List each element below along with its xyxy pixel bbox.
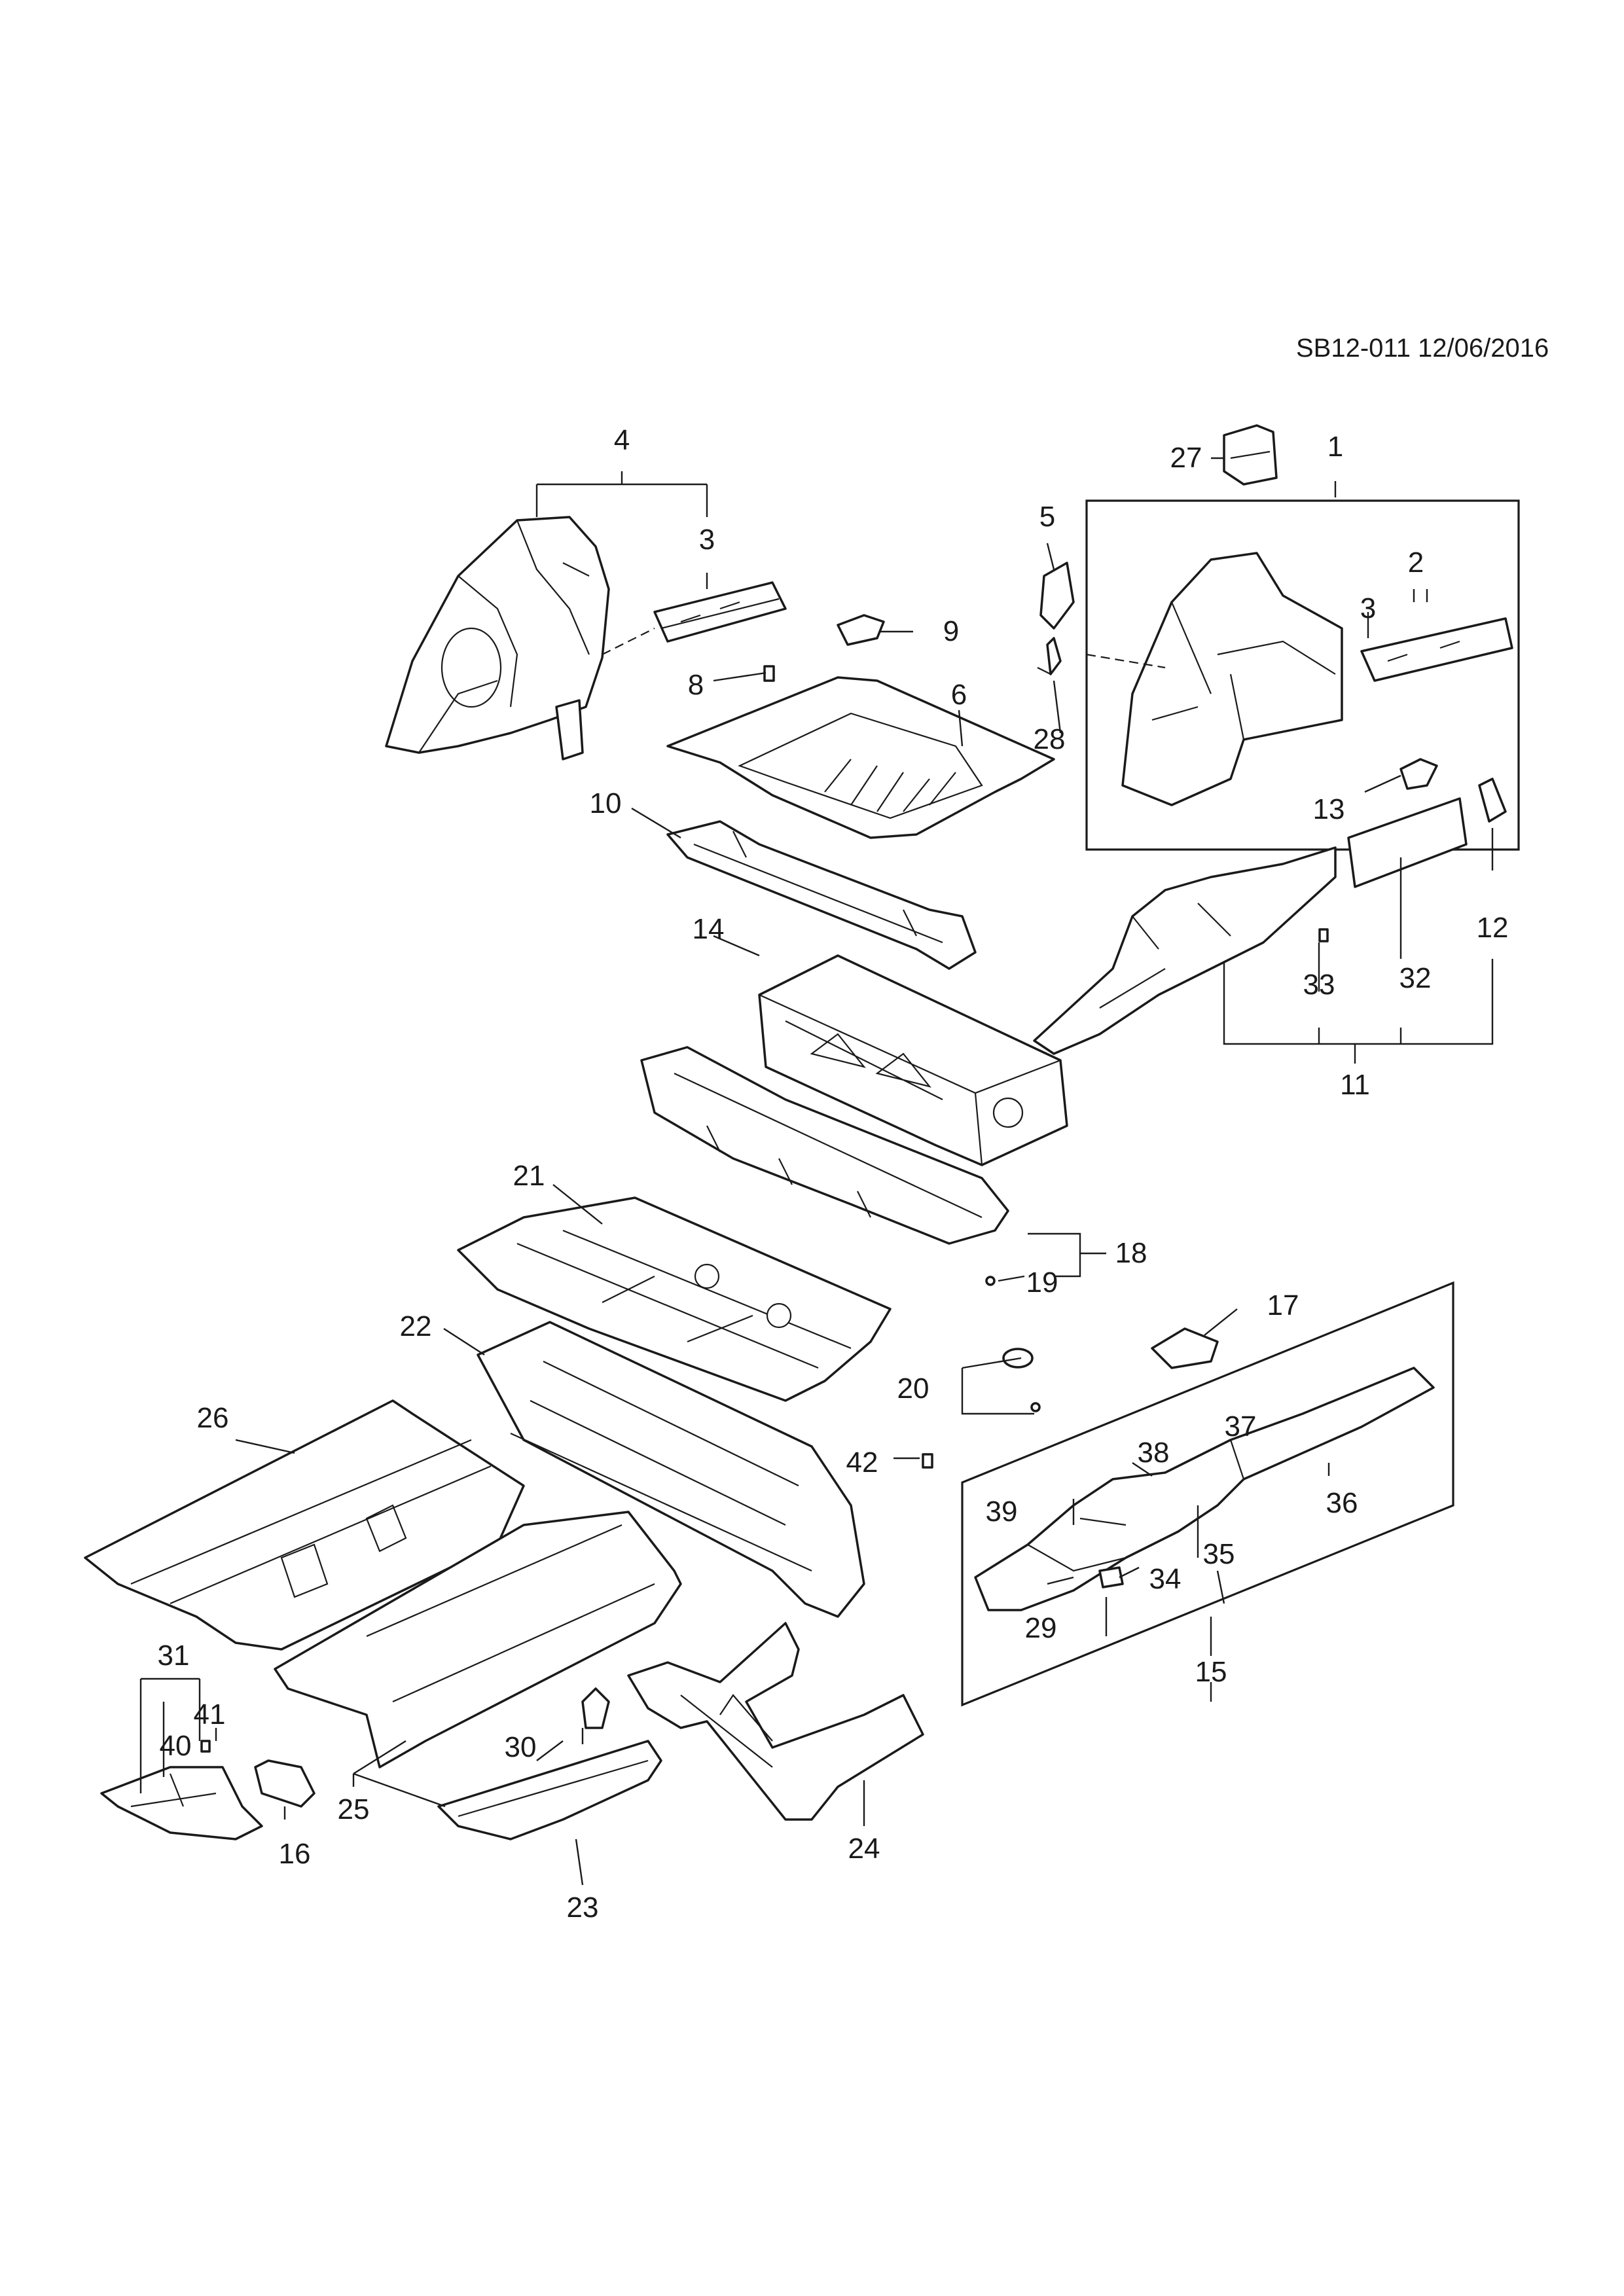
callout-13: 13: [1312, 793, 1345, 825]
part-22-front-floor-panel: [477, 1321, 865, 1618]
part-25-tunnel: [274, 1511, 682, 1768]
part-9-bracket: [837, 614, 885, 646]
callout-6: 6: [950, 679, 967, 711]
part-13-bracket: [1399, 758, 1438, 790]
part-20-plug: [1002, 1348, 1041, 1412]
callout-42: 42: [846, 1446, 878, 1479]
callout-20: 20: [897, 1372, 929, 1405]
callout-36: 36: [1326, 1487, 1358, 1519]
part-5-brace: [1039, 562, 1075, 630]
callout-12: 12: [1476, 912, 1509, 944]
part-27-bracket: [1223, 424, 1278, 486]
part-19-bolt: [985, 1276, 996, 1286]
part-32-panel: [1347, 797, 1468, 888]
leader-lines: [139, 457, 1494, 1886]
callout-26: 26: [196, 1402, 229, 1434]
callout-16: 16: [278, 1838, 311, 1870]
part-1-side-assembly: [1086, 552, 1513, 806]
callout-37: 37: [1224, 1410, 1257, 1443]
callout-31: 31: [157, 1640, 190, 1672]
callout-1: 1: [1327, 431, 1344, 463]
callout-8: 8: [687, 669, 704, 701]
callout-14: 14: [692, 913, 725, 945]
callout-2: 2: [1407, 547, 1424, 579]
callout-10: 10: [589, 787, 622, 819]
part-42-clip: [922, 1453, 933, 1469]
callout-29: 29: [1024, 1612, 1057, 1644]
part-23-sill: [437, 1740, 662, 1840]
callout-32: 32: [1399, 962, 1432, 994]
callout-18: 18: [1115, 1237, 1147, 1269]
callout-28: 28: [1033, 723, 1066, 755]
callout-25: 25: [337, 1793, 370, 1825]
part-26-floor-panel: [84, 1399, 525, 1651]
callout-22: 22: [399, 1310, 432, 1342]
callout-11: 11: [1340, 1069, 1370, 1101]
callout-15: 15: [1195, 1656, 1227, 1688]
callout-3-right: 3: [1360, 592, 1377, 624]
assembly-frame-1: [1085, 499, 1520, 851]
callout-40: 40: [159, 1730, 192, 1762]
callout-39: 39: [985, 1496, 1018, 1528]
callout-41: 41: [193, 1698, 226, 1731]
callout-35: 35: [1202, 1538, 1235, 1570]
callout-38: 38: [1137, 1437, 1170, 1469]
part-41-clip: [200, 1740, 211, 1753]
callout-4: 4: [613, 424, 630, 456]
part-17-bracket: [1151, 1327, 1219, 1369]
callout-24: 24: [848, 1833, 880, 1865]
part-11-side-member: [1033, 846, 1337, 1055]
part-16-bracket: [254, 1759, 316, 1808]
part-33-clip: [1318, 928, 1329, 942]
part-14-crossmember-box: [758, 954, 1068, 1166]
callout-34: 34: [1149, 1563, 1182, 1595]
callout-3-left: 3: [698, 524, 715, 556]
callout-9: 9: [943, 615, 960, 647]
part-12-bracket: [1478, 778, 1507, 823]
part-21-center-floor: [457, 1196, 892, 1402]
part-3-floor-extension-left: [653, 581, 787, 643]
part-15-front-side-assembly: [974, 1367, 1435, 1611]
part-24-front-side-member: [627, 1622, 924, 1821]
document-reference: SB12-011 12/06/2016: [1296, 334, 1549, 363]
callout-21: 21: [513, 1160, 545, 1192]
callout-27: 27: [1170, 442, 1202, 474]
callout-5: 5: [1039, 501, 1056, 533]
part-30-bracket: [581, 1687, 610, 1729]
callout-30: 30: [504, 1731, 537, 1763]
callout-23: 23: [566, 1892, 599, 1924]
callout-19: 19: [1026, 1266, 1058, 1299]
callout-17: 17: [1267, 1289, 1299, 1321]
part-6-rear-floor-pan: [666, 676, 1055, 839]
callout-33: 33: [1303, 969, 1335, 1001]
part-18-seat-cross-member: [640, 1046, 1009, 1245]
part-10-rear-cross-member: [666, 820, 977, 970]
part-28-bracket: [1037, 637, 1062, 675]
assembly-frame-15: [961, 1281, 1454, 1707]
part-40-bracket-assembly: [100, 1766, 263, 1840]
part-4-rear-side-panel: [385, 516, 610, 761]
